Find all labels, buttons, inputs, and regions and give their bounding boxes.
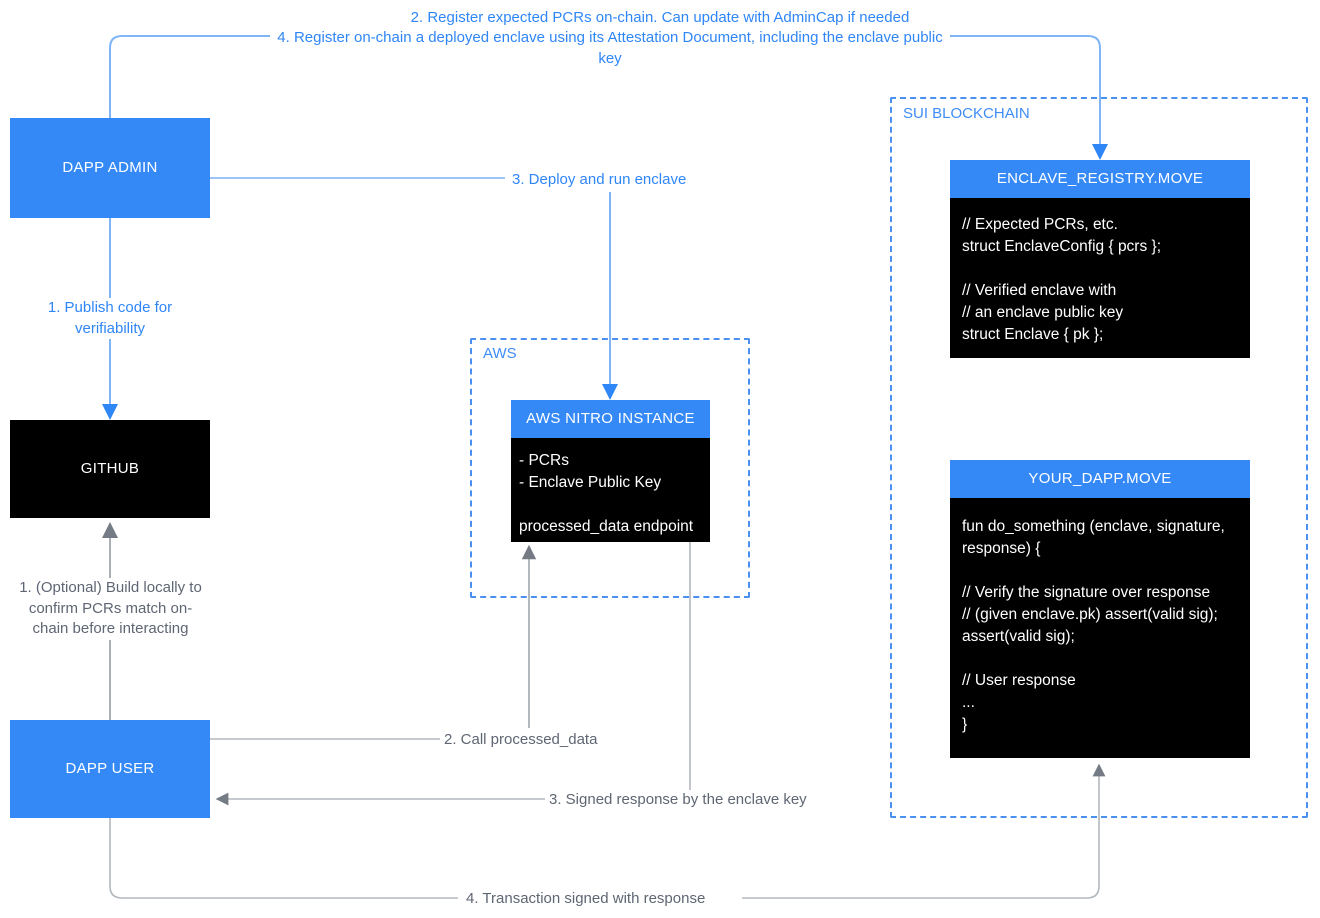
node-enclave-registry-header: ENCLAVE_REGISTRY.MOVE xyxy=(950,160,1250,198)
node-enclave-registry-move[interactable]: ENCLAVE_REGISTRY.MOVE // Expected PCRs, … xyxy=(950,160,1250,358)
group-sui-label: SUI BLOCKCHAIN xyxy=(898,106,1036,121)
edge-label-deploy-run-enclave: 3. Deploy and run enclave xyxy=(508,170,691,191)
edge-label-signed-response: 3. Signed response by the enclave key xyxy=(545,790,811,811)
node-aws-nitro-instance[interactable]: AWS NITRO INSTANCE - PCRs - Enclave Publ… xyxy=(511,400,710,542)
node-dapp-user-label: DAPP USER xyxy=(65,759,155,777)
node-github-label: GITHUB xyxy=(80,459,140,477)
group-sui-blockchain xyxy=(890,97,1308,818)
group-aws xyxy=(470,338,750,598)
edge-label-optional-build: 1. (Optional) Build locally to confirm P… xyxy=(18,578,203,641)
node-your-dapp-body: fun do_something (enclave, signature, re… xyxy=(962,518,1225,733)
edge-label-register-pcrs: 2. Register expected PCRs on-chain. Can … xyxy=(300,8,1020,29)
edge-label-transaction-signed: 4. Transaction signed with response xyxy=(462,889,710,910)
node-dapp-user[interactable]: DAPP USER xyxy=(10,720,210,818)
node-enclave-registry-title: ENCLAVE_REGISTRY.MOVE xyxy=(996,169,1204,187)
group-aws-label: AWS xyxy=(478,346,523,361)
node-your-dapp-header: YOUR_DAPP.MOVE xyxy=(950,460,1250,498)
edge-label-call-processed-data: 2. Call processed_data xyxy=(440,730,602,751)
node-your-dapp-move[interactable]: YOUR_DAPP.MOVE fun do_something (enclave… xyxy=(950,460,1250,758)
edge-label-register-enclave: 4. Register on-chain a deployed enclave … xyxy=(270,28,950,70)
node-github[interactable]: GITHUB xyxy=(10,420,210,518)
node-dapp-admin[interactable]: DAPP ADMIN xyxy=(10,118,210,218)
node-dapp-admin-label: DAPP ADMIN xyxy=(62,158,158,176)
edge-label-publish-code: 1. Publish code for verifiability xyxy=(25,298,195,340)
node-aws-nitro-title: AWS NITRO INSTANCE xyxy=(526,409,695,427)
node-aws-nitro-header: AWS NITRO INSTANCE xyxy=(511,400,710,438)
node-enclave-registry-body: // Expected PCRs, etc. struct EnclaveCon… xyxy=(962,216,1162,343)
node-your-dapp-title: YOUR_DAPP.MOVE xyxy=(1028,469,1172,487)
node-aws-nitro-body: - PCRs - Enclave Public Key processed_da… xyxy=(519,452,694,535)
